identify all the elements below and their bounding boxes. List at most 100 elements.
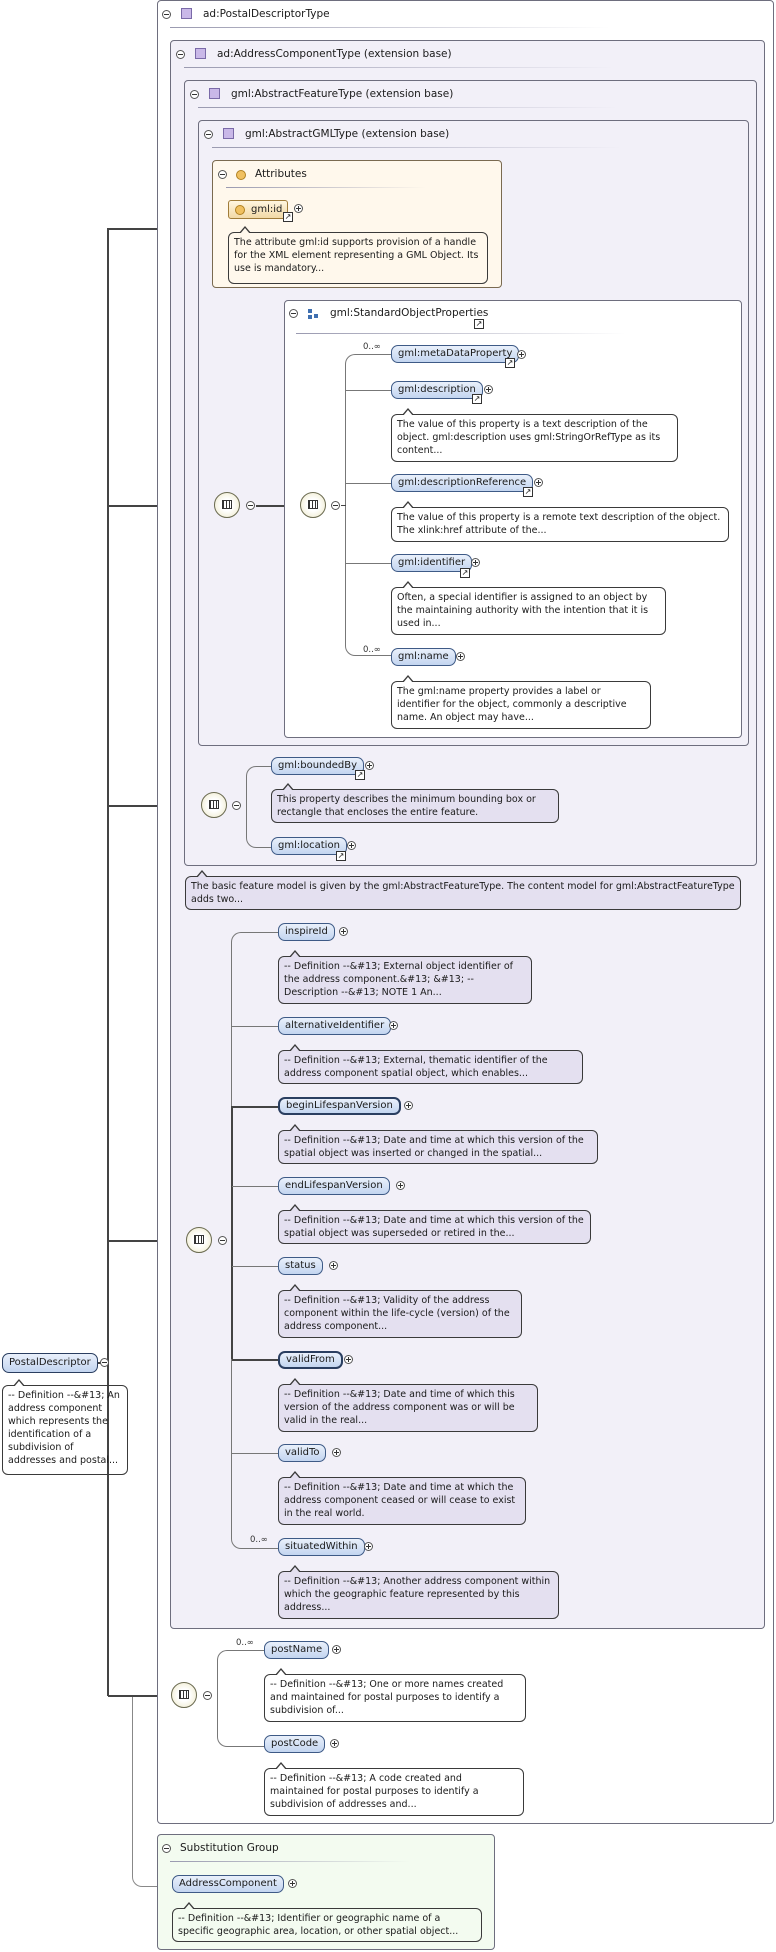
expand-begin-lifespan-version[interactable] [404,1101,413,1110]
metadata-property-cardinality: 0..∞ [363,342,381,352]
collapse-abstract-gml-type[interactable] [204,130,213,139]
description-element[interactable]: gml:description [391,381,483,399]
expand-valid-to[interactable] [332,1448,341,1457]
post-name-element[interactable]: postName [264,1641,330,1659]
branch-end-lifespan [232,1186,278,1187]
collapse-sequence[interactable] [331,501,340,510]
reference-arrow-icon[interactable]: ↗ [505,358,515,368]
expand-metadata-property[interactable] [517,350,526,359]
title-underline [170,1861,410,1862]
expand-end-lifespan-version[interactable] [396,1181,405,1190]
expand-alternative-identifier[interactable] [389,1021,398,1030]
status-element[interactable]: status [278,1257,323,1275]
sequence-compositor-icon[interactable] [171,1682,197,1708]
collapse-sequence[interactable] [246,501,255,510]
description-reference-element[interactable]: gml:descriptionReference [391,474,534,492]
alternative-identifier-element[interactable]: alternativeIdentifier [278,1017,392,1035]
expand-bounded-by[interactable] [365,761,374,770]
address-items-bracket [231,932,279,1549]
expand-name[interactable] [456,652,465,661]
attributes-title: Attributes [255,168,307,180]
trunk-to-postal [108,1695,172,1697]
root-connector [90,1362,108,1364]
post-code-element[interactable]: postCode [264,1735,326,1753]
situated-within-doc: -- Definition --&#13; Another address co… [278,1565,559,1619]
reference-arrow-icon[interactable]: ↗ [523,487,533,497]
sequence-compositor-icon[interactable] [186,1227,212,1253]
branch-description-reference [346,483,392,484]
expand-description[interactable] [484,385,493,394]
reference-arrow-icon[interactable]: ↗ [355,770,365,780]
collapse-substitution-group[interactable] [162,1844,171,1853]
expand-post-name[interactable] [332,1645,341,1654]
valid-to-element[interactable]: validTo [278,1444,327,1462]
collapse-sequence[interactable] [203,1691,212,1700]
postal-descriptor-root-element[interactable]: PostalDescriptor [2,1353,98,1373]
expand-location[interactable] [347,841,356,850]
collapse-attributes[interactable] [218,170,227,179]
feature-type-doc: The basic feature model is given by the … [185,870,741,910]
complex-type-icon [181,8,192,19]
sequence-compositor-icon[interactable] [214,492,240,518]
collapse-sequence[interactable] [232,801,241,810]
expand-description-reference[interactable] [534,478,543,487]
reference-arrow-icon[interactable]: ↗ [460,568,470,578]
bounded-by-element[interactable]: gml:boundedBy [271,757,365,775]
trunk-to-feature [108,805,202,807]
trunk-to-gmlid [107,228,175,230]
collapse-postal-descriptor[interactable] [100,1358,109,1367]
expand-situated-within[interactable] [364,1542,373,1551]
location-element[interactable]: gml:location [271,837,347,855]
expand-gml-id[interactable] [294,204,303,213]
identifier-doc: Often, a special identifier is assigned … [391,581,666,635]
collapse-standard-object-properties[interactable] [289,309,298,318]
metadata-property-element[interactable]: gml:metaDataProperty [391,345,520,363]
gml-id-attribute[interactable]: gml:id [228,200,289,219]
inspire-id-element[interactable]: inspireId [278,923,335,941]
begin-lifespan-version-element[interactable]: beginLifespanVersion [278,1097,401,1115]
valid-from-element[interactable]: validFrom [278,1351,343,1369]
collapse-abstract-feature-type[interactable] [190,90,199,99]
title-underline [198,107,618,108]
branch-begin-lifespan [232,1106,278,1108]
valid-to-doc: -- Definition --&#13; Date and time at w… [278,1471,526,1525]
expand-identifier[interactable] [471,558,480,567]
branch-valid-from [232,1359,278,1361]
collapse-address-component-type[interactable] [176,50,185,59]
reference-arrow-icon[interactable]: ↗ [472,394,482,404]
expand-valid-from[interactable] [344,1355,353,1364]
reference-arrow-icon[interactable]: ↗ [474,319,484,329]
post-name-cardinality: 0..∞ [236,1638,254,1648]
sequence-connector [256,505,300,507]
branch-status [232,1266,278,1267]
bold-bracket-segment [231,1106,233,1359]
standard-props-bracket [345,354,392,656]
expand-address-component[interactable] [288,1879,297,1888]
expand-post-code[interactable] [330,1739,339,1748]
reference-arrow-icon[interactable]: ↗ [283,212,293,222]
end-lifespan-version-doc: -- Definition --&#13; Date and time at w… [278,1204,591,1244]
sequence-compositor-icon[interactable] [201,792,227,818]
postal-descriptor-type-title: ad:PostalDescriptorType [203,8,330,20]
expand-status[interactable] [329,1261,338,1270]
name-cardinality: 0..∞ [363,645,381,655]
title-underline [226,187,426,188]
collapse-postal-descriptor-type[interactable] [162,10,171,19]
sequence-compositor-icon[interactable] [300,492,326,518]
reference-arrow-icon[interactable]: ↗ [336,851,346,861]
situated-within-element[interactable]: situatedWithin [278,1538,365,1556]
inspire-id-doc: -- Definition --&#13; External object id… [278,950,532,1004]
substitution-group-title: Substitution Group [180,1842,279,1854]
attribute-icon [235,205,245,215]
branch-alternative-identifier [232,1026,278,1027]
end-lifespan-version-element[interactable]: endLifespanVersion [278,1177,390,1195]
name-element[interactable]: gml:name [391,648,456,666]
collapse-sequence[interactable] [218,1236,227,1245]
standard-object-properties-title: gml:StandardObjectProperties [330,307,489,319]
branch-identifier [346,563,392,564]
address-component-element[interactable]: AddressComponent [172,1875,284,1893]
branch-description [346,390,392,391]
postal-items-bracket [217,1650,265,1747]
bounded-by-doc: This property describes the minimum boun… [271,783,559,823]
expand-inspire-id[interactable] [339,927,348,936]
